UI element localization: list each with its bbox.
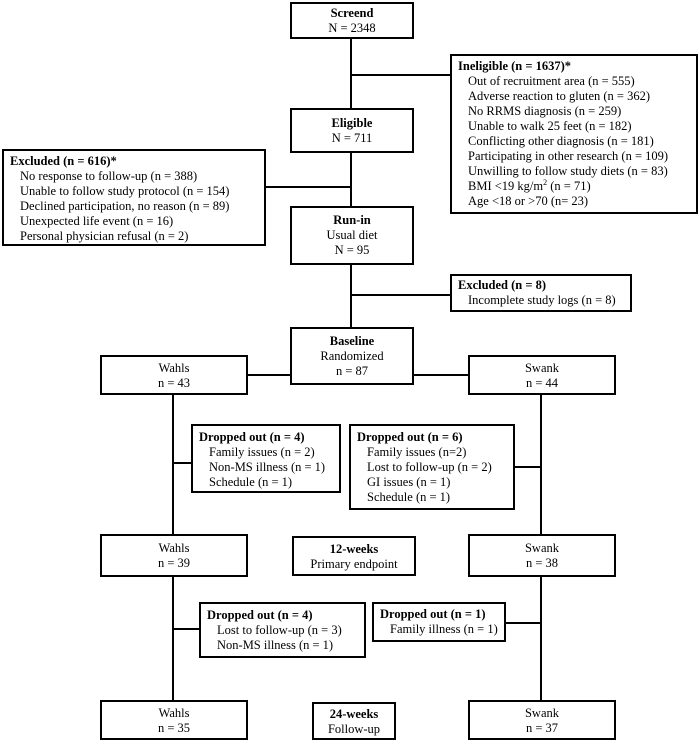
dropped-title: Dropped out (n = 6) — [357, 430, 463, 444]
wahls-count: n = 43 — [157, 376, 191, 390]
dropout-reason: Family illness (n = 1) — [390, 622, 498, 636]
week24-title: 24-weeks — [329, 707, 379, 721]
connector-line — [172, 576, 174, 700]
connector-line — [540, 576, 542, 700]
swank-label: Swank — [524, 361, 560, 375]
ineligible-reason: Age <18 or >70 (n= 23) — [468, 194, 589, 208]
swank-label: Swank — [524, 541, 560, 555]
excluded-616-box: Excluded (n = 616)* No response to follo… — [2, 149, 266, 246]
excluded-reason: Unable to follow study protocol (n = 154… — [20, 184, 230, 198]
dropout-reason: GI issues (n = 1) — [367, 475, 451, 489]
wahls-label: Wahls — [158, 541, 190, 555]
connector-line — [265, 186, 351, 188]
runin-count: N = 95 — [334, 243, 370, 257]
connector-line — [172, 628, 200, 630]
baseline-subtitle: Randomized — [320, 349, 384, 363]
dropped-wahls-24-box: Dropped out (n = 4) Lost to follow-up (n… — [199, 602, 366, 658]
ineligible-reason: No RRMS diagnosis (n = 259) — [468, 104, 622, 118]
connector-line — [350, 264, 352, 328]
baseline-count: n = 87 — [335, 364, 369, 378]
week24-box: 24-weeks Follow-up — [312, 702, 396, 740]
week24-subtitle: Follow-up — [327, 722, 381, 736]
connector-line — [504, 622, 541, 624]
screened-title: Screend — [330, 6, 374, 20]
connector-line — [350, 152, 352, 207]
dropped-wahls-12-box: Dropped out (n = 4) Family issues (n = 2… — [191, 424, 341, 493]
dropout-reason: Family issues (n=2) — [367, 445, 467, 459]
dropout-reason: Schedule (n = 1) — [367, 490, 451, 504]
wahls-12-box: Wahls n = 39 — [100, 534, 248, 577]
wahls-label: Wahls — [158, 706, 190, 720]
eligible-title: Eligible — [331, 116, 373, 130]
week12-box: 12-weeks Primary endpoint — [292, 536, 416, 576]
ineligible-reason: Out of recruitment area (n = 555) — [468, 74, 635, 88]
bmi-label: BMI <19 kg/m — [468, 179, 544, 193]
wahls-label: Wahls — [158, 361, 190, 375]
dropout-reason: Lost to follow-up (n = 2) — [367, 460, 492, 474]
dropout-reason: Schedule (n = 1) — [209, 475, 293, 489]
ineligible-reason: Unwilling to follow study diets (n = 83) — [468, 164, 668, 178]
excluded-8-box: Excluded (n = 8) Incomplete study logs (… — [450, 274, 632, 312]
bmi-superscript: 2 — [543, 177, 548, 187]
wahls-count: n = 39 — [157, 556, 191, 570]
connector-line — [350, 294, 450, 296]
excluded-reason: Declined participation, no reason (n = 8… — [20, 199, 230, 213]
wahls-baseline-box: Wahls n = 43 — [100, 355, 248, 395]
swank-count: n = 44 — [525, 376, 559, 390]
eligible-count: N = 711 — [331, 131, 373, 145]
excluded-reason: Unexpected life event (n = 16) — [20, 214, 174, 228]
screened-box: Screend N = 2348 — [290, 2, 414, 39]
runin-subtitle: Usual diet — [326, 228, 378, 242]
dropped-title: Dropped out (n = 1) — [380, 607, 486, 621]
wahls-count: n = 35 — [157, 721, 191, 735]
connector-line — [248, 374, 292, 376]
swank-baseline-box: Swank n = 44 — [468, 355, 616, 395]
dropped-title: Dropped out (n = 4) — [207, 608, 313, 622]
swank-12-box: Swank n = 38 — [468, 534, 616, 577]
swank-count: n = 38 — [525, 556, 559, 570]
excluded-616-title: Excluded (n = 616)* — [10, 154, 117, 168]
connector-line — [414, 374, 470, 376]
runin-title: Run-in — [333, 213, 371, 227]
ineligible-reason: Participating in other research (n = 109… — [468, 149, 669, 163]
dropout-reason: Family issues (n = 2) — [209, 445, 315, 459]
week12-title: 12-weeks — [329, 542, 379, 556]
wahls-24-box: Wahls n = 35 — [100, 700, 248, 740]
baseline-box: Baseline Randomized n = 87 — [290, 327, 414, 385]
dropout-reason: Non-MS illness (n = 1) — [217, 638, 334, 652]
ineligible-title: Ineligible (n = 1637)* — [458, 59, 572, 73]
runin-box: Run-in Usual diet N = 95 — [290, 206, 414, 265]
bmi-count: (n = 71) — [547, 179, 591, 193]
connector-line — [172, 394, 174, 535]
dropped-swank-24-box: Dropped out (n = 1) Family illness (n = … — [372, 602, 506, 642]
dropped-title: Dropped out (n = 4) — [199, 430, 305, 444]
ineligible-reason: Adverse reaction to gluten (n = 362) — [468, 89, 650, 103]
screened-count: N = 2348 — [328, 21, 376, 35]
connector-line — [514, 466, 541, 468]
dropped-swank-12-box: Dropped out (n = 6) Family issues (n=2) … — [349, 424, 515, 510]
dropout-reason: Lost to follow-up (n = 3) — [217, 623, 342, 637]
connector-line — [172, 462, 192, 464]
eligible-box: Eligible N = 711 — [290, 108, 414, 153]
ineligible-reason: Unable to walk 25 feet (n = 182) — [468, 119, 632, 133]
connector-line — [350, 38, 352, 108]
dropout-reason: Non-MS illness (n = 1) — [209, 460, 326, 474]
swank-count: n = 37 — [525, 721, 559, 735]
excluded-reason: No response to follow-up (n = 388) — [20, 169, 198, 183]
swank-24-box: Swank n = 37 — [468, 700, 616, 740]
ineligible-reason-bmi: BMI <19 kg/m2 (n = 71) — [458, 177, 690, 194]
excluded-8-title: Excluded (n = 8) — [458, 278, 547, 292]
excluded-reason: Personal physician refusal (n = 2) — [20, 229, 189, 243]
excluded-reason: Incomplete study logs (n = 8) — [468, 293, 616, 307]
baseline-title: Baseline — [329, 334, 375, 348]
ineligible-reason: Conflicting other diagnosis (n = 181) — [468, 134, 654, 148]
swank-label: Swank — [524, 706, 560, 720]
week12-subtitle: Primary endpoint — [310, 557, 398, 571]
ineligible-box: Ineligible (n = 1637)* Out of recruitmen… — [450, 54, 698, 214]
connector-line — [540, 394, 542, 535]
connector-line — [350, 74, 450, 76]
